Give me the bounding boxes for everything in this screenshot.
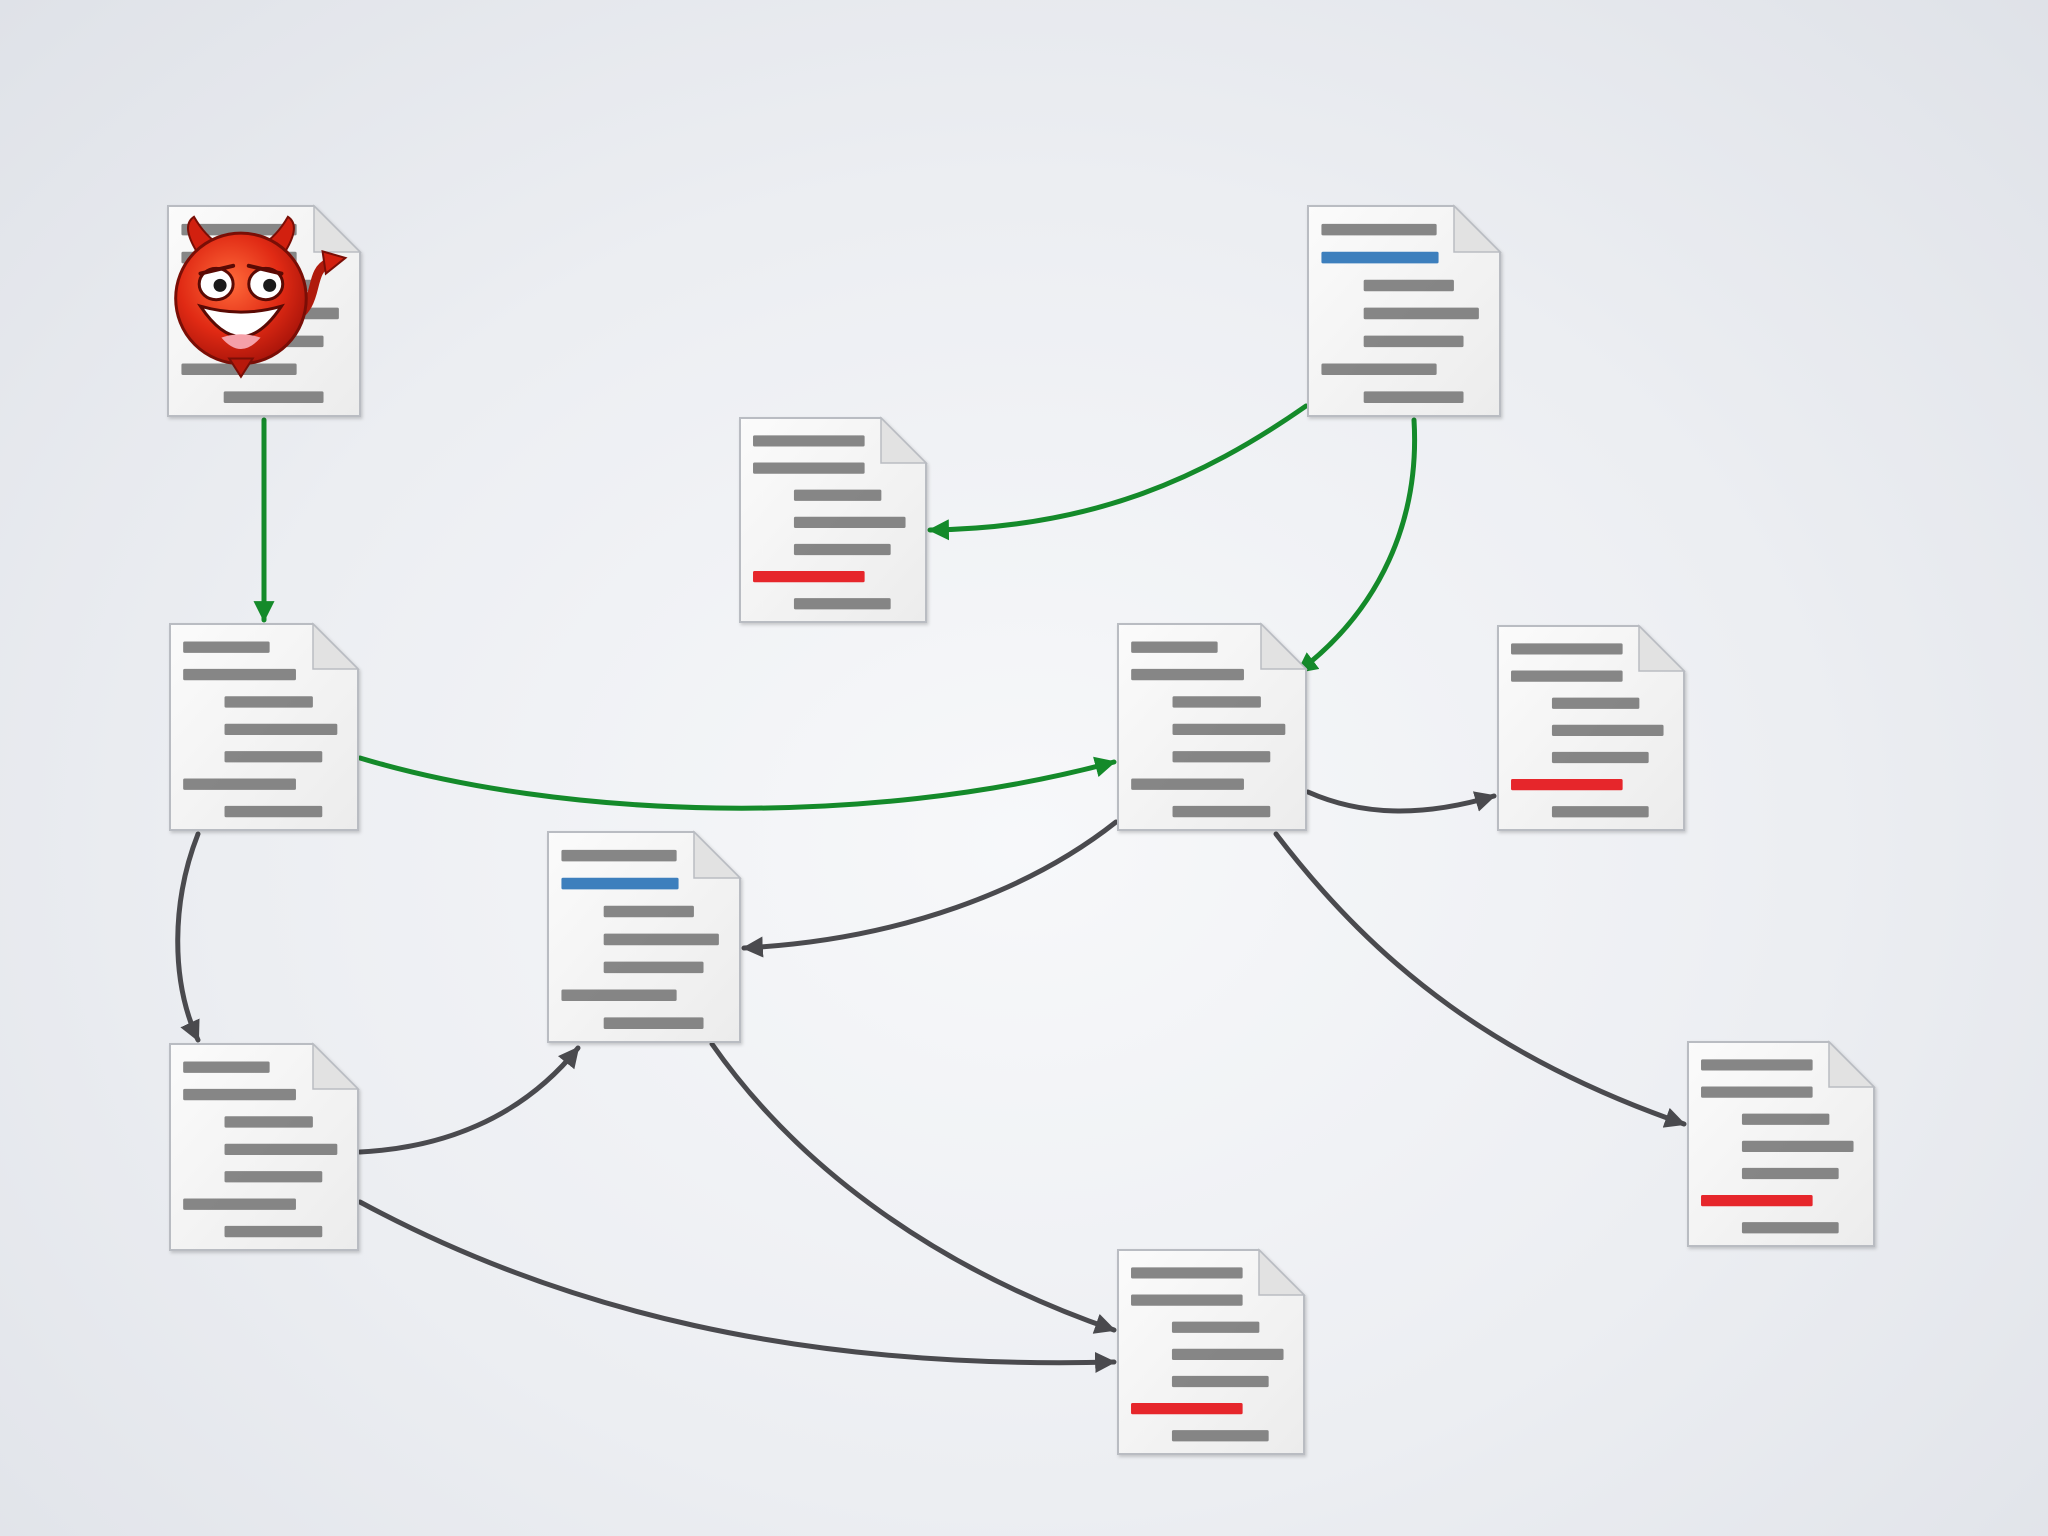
infected-document-node (168, 206, 360, 416)
text-line-red (1131, 1403, 1243, 1414)
edge-gray-arrow (744, 822, 1116, 948)
page-fold (314, 206, 360, 252)
page-fold (1261, 624, 1306, 669)
text-line (604, 934, 719, 946)
edge-gray-arrow (1308, 792, 1494, 811)
text-line (1742, 1168, 1839, 1179)
text-line (183, 1062, 269, 1073)
text-line (1701, 1086, 1813, 1097)
document-node (1688, 1042, 1874, 1246)
text-line (1552, 698, 1639, 709)
page-fold (313, 1044, 358, 1089)
text-line (225, 1116, 313, 1127)
text-line (224, 391, 324, 403)
text-line (225, 1144, 338, 1155)
page-fold (313, 624, 358, 669)
edge-gray-arrow (178, 834, 198, 1040)
text-line (1364, 391, 1464, 403)
text-line (1701, 1059, 1813, 1070)
text-line-blue (1321, 252, 1438, 264)
edge-gray-arrow (1276, 834, 1684, 1124)
text-line (225, 724, 338, 735)
text-line (794, 544, 891, 555)
edge-gray-arrow (712, 1044, 1114, 1330)
text-line (1173, 806, 1271, 817)
text-line (225, 806, 323, 817)
document-node (740, 418, 926, 622)
edges (178, 406, 1684, 1363)
text-line (183, 1199, 296, 1210)
page-fold (881, 418, 926, 463)
text-line (1364, 280, 1454, 292)
text-line-red (753, 571, 865, 582)
text-line (1321, 224, 1436, 236)
nodes (168, 206, 1874, 1454)
document-node (170, 624, 358, 830)
text-line (1552, 752, 1649, 763)
document-node (1498, 626, 1684, 830)
text-line (561, 990, 676, 1002)
edge-green-arrow (1298, 420, 1415, 672)
text-line (794, 490, 881, 501)
text-line-red (1701, 1195, 1813, 1206)
text-line (1131, 669, 1244, 680)
text-line (1173, 696, 1261, 707)
text-line (604, 962, 704, 974)
text-line (1511, 670, 1623, 681)
text-line (794, 517, 906, 528)
text-line (183, 779, 296, 790)
text-line (225, 696, 313, 707)
edge-green-arrow (930, 406, 1306, 530)
document-node (548, 832, 740, 1042)
document-node (1118, 1250, 1304, 1454)
page-fold (1259, 1250, 1304, 1295)
document-node (1308, 206, 1500, 416)
text-line (1131, 779, 1244, 790)
text-line (225, 1226, 323, 1237)
text-line (1173, 724, 1286, 735)
text-line (753, 435, 865, 446)
text-line (1552, 806, 1649, 817)
text-line (1172, 1349, 1284, 1360)
page-fold (1639, 626, 1684, 671)
text-line (1173, 751, 1271, 762)
text-line (225, 751, 323, 762)
text-line-red (1511, 779, 1623, 790)
text-line (183, 642, 269, 653)
text-line (1321, 364, 1436, 376)
text-line (1364, 308, 1479, 320)
page-fold (1454, 206, 1500, 252)
text-line (183, 669, 296, 680)
text-line (1131, 1294, 1243, 1305)
text-line (1172, 1376, 1269, 1387)
text-line (1172, 1430, 1269, 1441)
text-line (1172, 1322, 1259, 1333)
document-node (170, 1044, 358, 1250)
text-line (604, 906, 694, 918)
text-line (1131, 642, 1217, 653)
text-line (604, 1017, 704, 1029)
text-line (1742, 1141, 1854, 1152)
text-line (1364, 336, 1464, 348)
text-line-blue (561, 878, 678, 890)
text-line (1742, 1114, 1829, 1125)
text-line (1131, 1267, 1243, 1278)
text-line (561, 850, 676, 862)
page-fold (1829, 1042, 1874, 1087)
edge-green-arrow (360, 758, 1114, 808)
text-line (225, 1171, 323, 1182)
text-line (1742, 1222, 1839, 1233)
page-fold (694, 832, 740, 878)
text-line (183, 1089, 296, 1100)
text-line (794, 598, 891, 609)
document-node (1118, 624, 1306, 830)
text-line (1511, 643, 1623, 654)
edge-gray-arrow (360, 1048, 578, 1152)
text-line (753, 462, 865, 473)
text-line (1552, 725, 1664, 736)
